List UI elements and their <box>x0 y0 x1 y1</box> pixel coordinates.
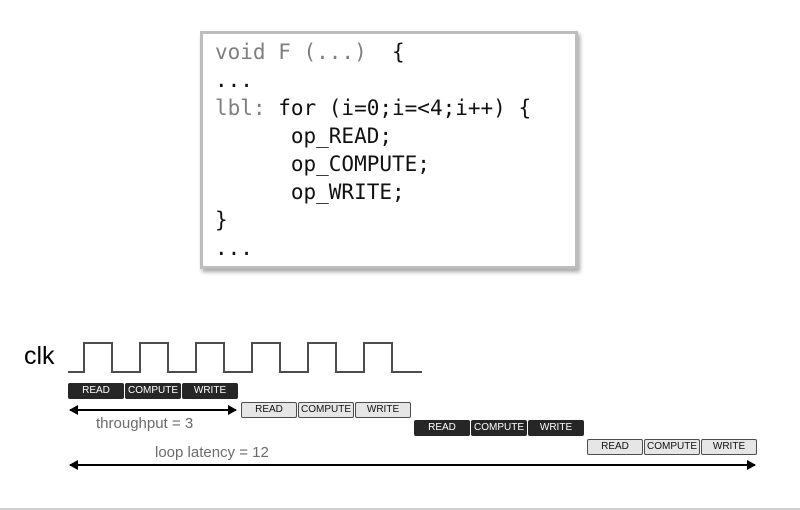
code-line-compute: op_COMPUTE; <box>215 152 430 176</box>
code-for-statement: for (i=0;i=<4;i++) { <box>265 96 532 120</box>
code-snippet-box: void F (...) { ... lbl: for (i=0;i=<4;i+… <box>200 31 578 269</box>
iteration-1-read-box: READ <box>68 383 124 399</box>
code-open-brace: { <box>366 40 405 64</box>
iteration-1-compute-box: COMPUTE <box>125 383 181 399</box>
iteration-3-compute-box: COMPUTE <box>471 420 527 436</box>
code-line-loop: lbl: for (i=0;i=<4;i++) { <box>215 94 531 122</box>
code-line-write: op_WRITE; <box>215 180 405 204</box>
code-line-read: op_READ; <box>215 124 393 148</box>
loop-latency-label: loop latency = 12 <box>155 444 269 461</box>
code-line-ellipsis-bottom: ... <box>215 236 253 260</box>
iteration-1-write-box: WRITE <box>182 383 238 399</box>
code-loop-label: lbl: <box>215 96 266 120</box>
iteration-4-write-box: WRITE <box>701 438 757 455</box>
clock-waveform <box>68 342 422 373</box>
divider <box>0 508 800 510</box>
throughput-label: throughput = 3 <box>96 415 194 432</box>
code-line-ellipsis-top: ... <box>215 68 253 92</box>
iteration-3-read-box: READ <box>414 420 470 436</box>
iteration-4-read-box: READ <box>587 438 643 455</box>
clock-label: clk <box>24 342 55 370</box>
iteration-2-read-box: READ <box>241 401 297 418</box>
iteration-3-write-box: WRITE <box>528 420 584 436</box>
iteration-2-write-box: WRITE <box>355 401 411 418</box>
code-line-function: void F (...) { <box>215 38 405 66</box>
iteration-2-compute-box: COMPUTE <box>298 401 354 418</box>
iteration-4-compute-box: COMPUTE <box>644 438 700 455</box>
code-function-signature: void F (...) <box>215 40 367 64</box>
code-line-close-brace: } <box>215 208 228 232</box>
